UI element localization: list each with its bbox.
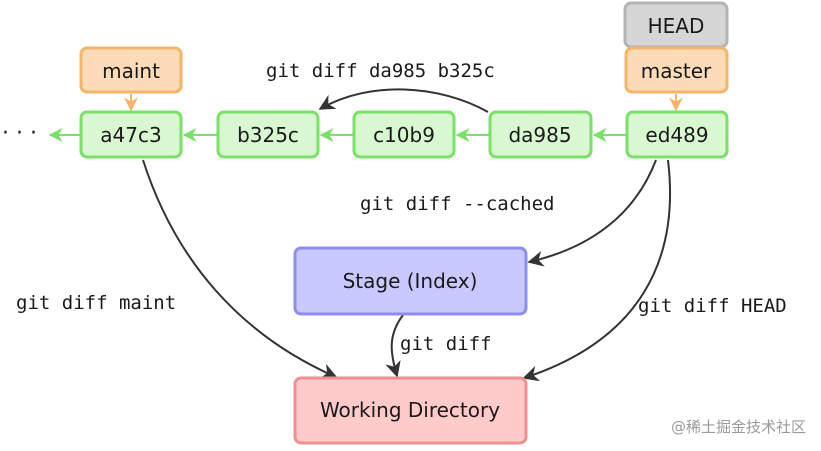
arrow-diff-maint (142, 159, 338, 379)
commit-label: da985 (508, 123, 571, 147)
commit-ed489: ed489 (625, 110, 729, 159)
master-ref: master (624, 46, 729, 94)
cmd-diff-commits: git diff da985 b325c (266, 60, 495, 82)
cmd-diff-cached: git diff --cached (360, 193, 554, 215)
commit-label: c10b9 (373, 123, 435, 147)
arrow-diff-head (522, 159, 672, 382)
head-ref: HEAD (623, 1, 729, 49)
maint-label: maint (102, 59, 160, 83)
cmd-diff-head: git diff HEAD (638, 295, 787, 317)
arrow-diff-index (385, 314, 404, 378)
cmd-diff: git diff (400, 333, 492, 355)
commit-c10b9: c10b9 (352, 110, 456, 159)
commit-da985: da985 (488, 110, 593, 159)
working-directory-label: Working Directory (320, 398, 500, 422)
working-directory-box: Working Directory (293, 376, 528, 445)
master-label: master (641, 59, 712, 83)
history-ellipsis: · · · (2, 121, 37, 146)
commit-b325c: b325c (216, 110, 320, 159)
commit-label: b325c (237, 123, 299, 147)
commit-label: ed489 (645, 123, 708, 147)
maint-ref: maint (79, 46, 183, 94)
stage-index-box: Stage (Index) (293, 246, 528, 316)
stage-label: Stage (Index) (343, 269, 478, 293)
arrow-diff-commits (318, 88, 489, 113)
commit-a47c3: a47c3 (79, 110, 183, 159)
head-label: HEAD (648, 14, 705, 38)
diff-arrows (142, 88, 672, 382)
commit-label: a47c3 (100, 123, 161, 147)
arrow-diff-cached (527, 159, 657, 267)
cmd-diff-maint: git diff maint (16, 292, 176, 314)
watermark: @稀土掘金技术社区 (671, 418, 806, 436)
